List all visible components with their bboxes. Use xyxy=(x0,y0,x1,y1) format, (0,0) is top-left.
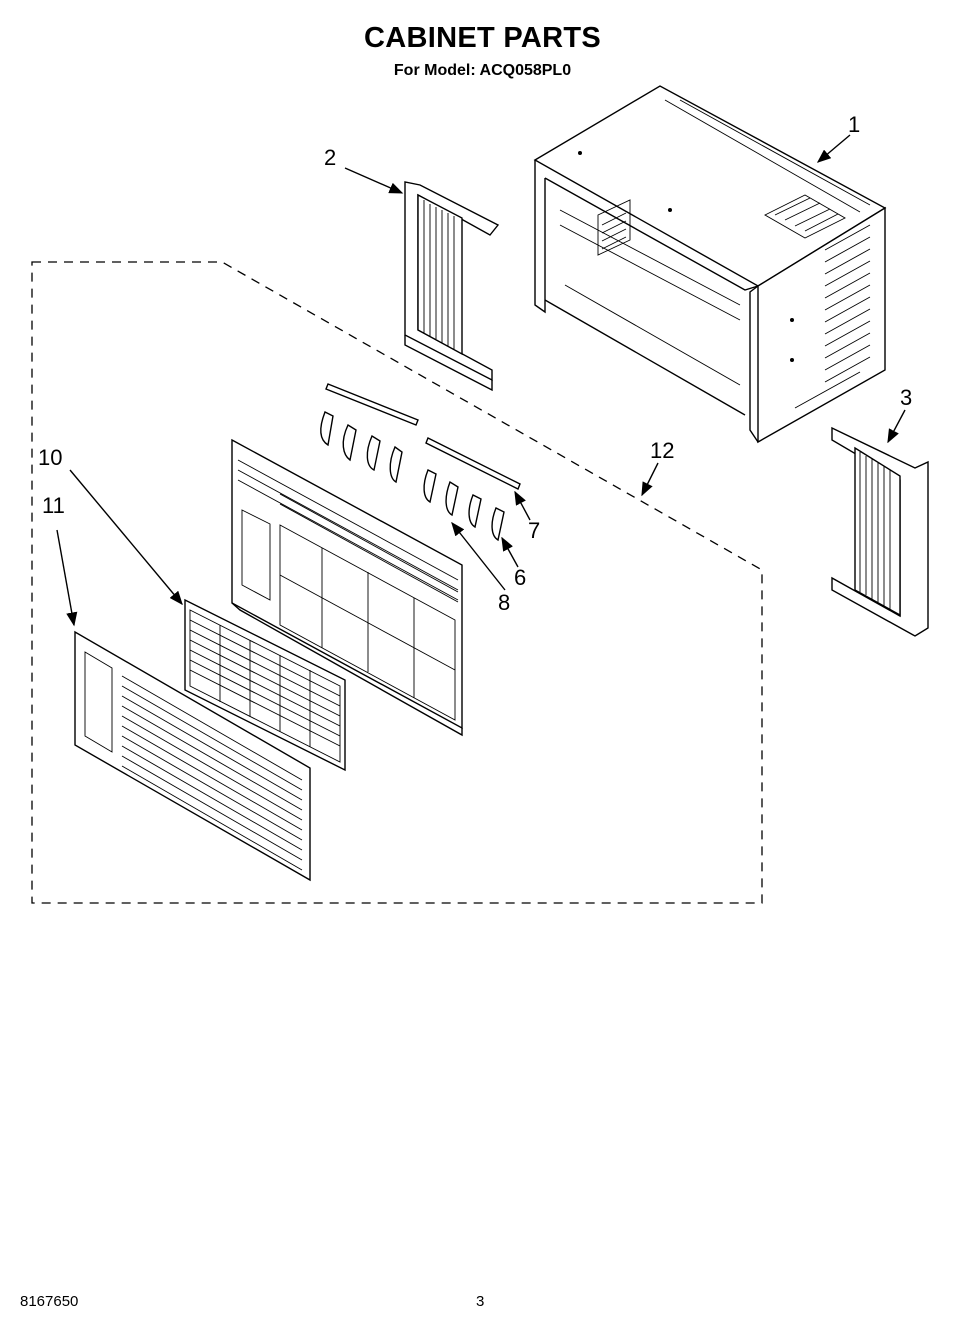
page-number: 3 xyxy=(476,1293,485,1310)
model-subtitle: For Model: ACQ058PL0 xyxy=(393,62,572,79)
document-number: 8167650 xyxy=(20,1293,79,1310)
callout-12: 12 xyxy=(650,438,674,463)
callout-8: 8 xyxy=(498,590,510,615)
callout-10: 10 xyxy=(38,445,62,470)
callout-6: 6 xyxy=(514,565,526,590)
callout-2: 2 xyxy=(324,145,336,170)
right-side-curtain-part xyxy=(831,426,929,637)
louver-assembly-parts xyxy=(320,383,521,542)
page-title: CABINET PARTS xyxy=(364,22,601,54)
front-panel-part xyxy=(231,438,463,737)
callout-3: 3 xyxy=(900,385,912,410)
callout-7: 7 xyxy=(528,518,540,543)
callout-11: 11 xyxy=(42,493,65,518)
callout-1: 1 xyxy=(848,112,860,137)
left-side-curtain-part xyxy=(404,181,500,392)
front-grille-part xyxy=(74,630,311,882)
air-filter-part xyxy=(184,598,346,772)
front-panel-assembly-boundary xyxy=(31,261,763,904)
callout-leaders xyxy=(56,134,906,627)
cabinet-part xyxy=(533,85,887,444)
